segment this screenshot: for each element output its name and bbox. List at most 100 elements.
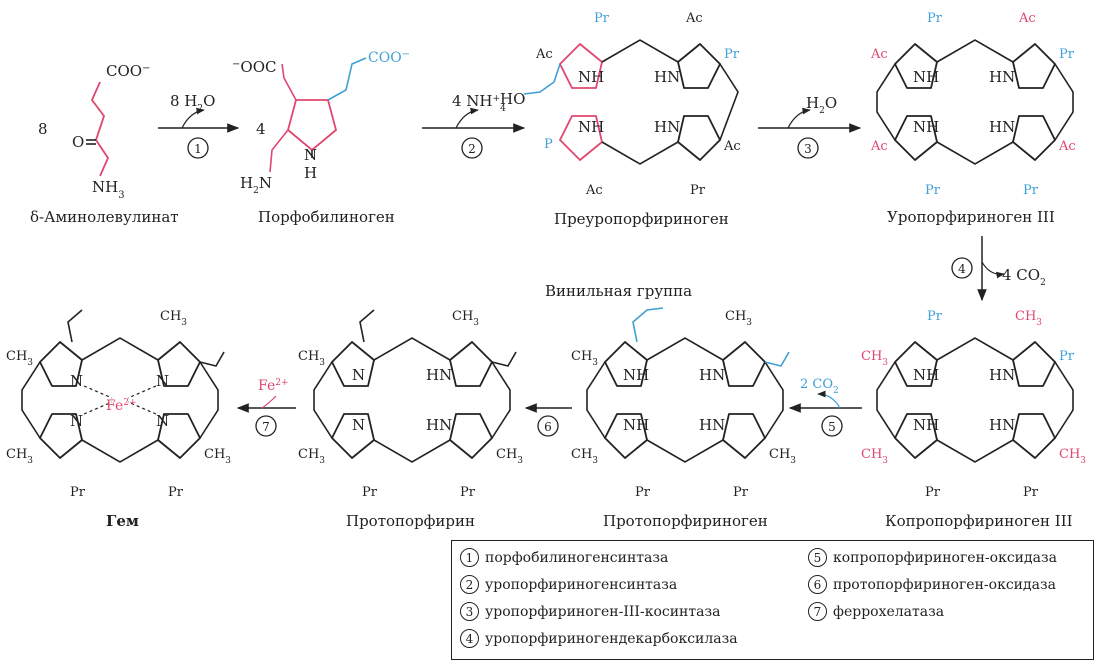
copro3-pr-1: Pr <box>927 309 943 324</box>
legend-item-3: 3 уропорфириноген-III-косинтаза <box>460 602 720 621</box>
preuro-ac-3: Ac <box>723 139 741 154</box>
protoporphyrin-hn-1: HN <box>426 366 452 384</box>
legend-item-1: 1 порфобилиногенсинтаза <box>460 548 668 567</box>
step-7-number: 7 <box>262 420 270 434</box>
copro3-pr-3: Pr <box>925 485 941 500</box>
legend-label-4: уропорфириногендекарбоксилаза <box>485 630 738 647</box>
pbg-aminomethyl: H2N <box>240 174 272 196</box>
legend-item-5: 5 копропорфириноген-оксидаза <box>808 548 1057 567</box>
preuro-ac-4: Ac <box>585 183 603 198</box>
preuro-nh-1: NH <box>578 68 604 86</box>
heme-n-2: N <box>156 372 169 390</box>
legend-number-5: 5 <box>808 548 827 567</box>
legend-item-7: 7 феррохелатаза <box>808 602 944 621</box>
step-1-reagent: 8 H2O <box>170 92 215 114</box>
legend-item-6: 6 протопорфириноген-оксидаза <box>808 575 1056 594</box>
legend-number-7: 7 <box>808 602 827 621</box>
pbg-coefficient: 4 <box>256 120 266 138</box>
heme-n-1: N <box>70 372 83 390</box>
pbg-ring-h: H <box>304 164 317 182</box>
protoporphyrinogen-pr-2: Pr <box>733 485 749 500</box>
preuro-pr-1: Pr <box>594 11 610 26</box>
legend-number-1: 1 <box>460 548 479 567</box>
step-2-number: 2 <box>468 142 476 156</box>
legend-label-1: порфобилиногенсинтаза <box>485 549 669 566</box>
step-2-reagent: 4 NH+4 <box>452 92 506 114</box>
step-6-number: 6 <box>544 420 552 434</box>
uro3-nh-1: NH <box>913 68 939 86</box>
step-5-reagent: 2 CO2 <box>800 377 839 396</box>
ala-oxo: O <box>72 133 84 151</box>
vinyl-group-label: Винильная группа <box>545 282 692 300</box>
pbg-name: Порфобилиноген <box>258 208 395 226</box>
uro3-pr-3: Pr <box>925 183 941 198</box>
legend-label-6: протопорфириноген-оксидаза <box>833 576 1056 593</box>
protoporphyrinogen-nh-1: NH <box>623 366 649 384</box>
heme-ch3-4: CH3 <box>204 447 231 466</box>
step-4-reagent: 4 CO2 <box>1002 266 1046 288</box>
uro3-pr-1: Pr <box>927 11 943 26</box>
heme-n-3: N <box>70 412 83 430</box>
enzyme-legend: 1 порфобилиногенсинтаза 2 уропорфириноге… <box>451 540 1094 660</box>
uro3-hn-2: HN <box>989 118 1015 136</box>
preuro-nh-2: NH <box>578 118 604 136</box>
step-3-arrow: H2O 3 <box>758 94 862 159</box>
protoporphyrin-ch3-3: CH3 <box>298 447 325 466</box>
protoporphyrin-hn-2: HN <box>426 416 452 434</box>
step-4-number: 4 <box>958 262 966 276</box>
heme-name: Гем <box>106 512 139 530</box>
heme-iron: Fe2+ <box>106 398 137 414</box>
uro3-pr-2: Pr <box>1059 47 1075 62</box>
protoporphyrinogen-structure: Винильная группа NH HN NH HN CH3 CH3 CH3… <box>545 282 796 530</box>
pbg-right-carboxylate: COO− <box>368 49 410 67</box>
copro3-hn-1: HN <box>989 366 1015 384</box>
legend-item-4: 4 уропорфириногендекарбоксилаза <box>460 629 738 648</box>
copro3-nh-1: NH <box>913 366 939 384</box>
legend-label-2: уропорфириногенсинтаза <box>485 576 678 593</box>
protoporphyrin-pr-1: Pr <box>362 485 378 500</box>
ala-name: δ-Аминолевулинат <box>30 208 179 226</box>
step-5-number: 5 <box>828 420 836 434</box>
uro3-hn-1: HN <box>989 68 1015 86</box>
step-7-reagent: Fe2+ <box>258 378 289 394</box>
step-5-arrow: 2 CO2 5 <box>788 377 862 437</box>
heme-ch3-1: CH3 <box>160 309 187 328</box>
heme-n-4: N <box>156 412 169 430</box>
preuro-hn-2: HN <box>654 118 680 136</box>
uro3-ac-4: Ac <box>1058 139 1076 154</box>
uro3-ac-3: Ac <box>870 139 888 154</box>
preuro-ac-2: Ac <box>535 47 553 62</box>
protoporphyrinogen-name: Протопорфириноген <box>603 512 768 530</box>
uro3-pr-4: Pr <box>1023 183 1039 198</box>
protoporphyrin-pr-2: Pr <box>460 485 476 500</box>
legend-number-6: 6 <box>808 575 827 594</box>
copro3-nh-2: NH <box>913 416 939 434</box>
copro3-hn-2: HN <box>989 416 1015 434</box>
ala-coefficient: 8 <box>38 120 48 138</box>
legend-number-2: 2 <box>460 575 479 594</box>
step-2-arrow: 4 NH+4 2 <box>422 92 526 159</box>
pbg-left-carboxylate: −OOC <box>232 58 276 76</box>
protoporphyrinogen-ch3-3: CH3 <box>571 447 598 466</box>
step-1-arrow: 8 H2O 1 <box>158 92 240 159</box>
protoporphyrin-name: Протопорфирин <box>346 512 475 530</box>
protoporphyrin-ch3-1: CH3 <box>452 309 479 328</box>
copro3-name: Копропорфириноген III <box>885 512 1073 530</box>
copro3-ch3-1: CH3 <box>1015 309 1042 328</box>
legend-number-3: 3 <box>460 602 479 621</box>
preuro-name: Преуропорфириноген <box>554 210 729 228</box>
uro3-ac-1: Ac <box>1018 11 1036 26</box>
step-6-arrow: 6 <box>524 403 572 437</box>
heme-ch3-2: CH3 <box>6 349 33 368</box>
step-3-reagent: H2O <box>806 94 837 116</box>
preuro-pr-2: Pr <box>724 47 740 62</box>
step-7-arrow: Fe2+ 7 <box>236 378 296 437</box>
heme-pr-2: Pr <box>168 485 184 500</box>
protoporphyrin-n-1: N <box>352 366 365 384</box>
legend-item-2: 2 уропорфириногенсинтаза <box>460 575 677 594</box>
legend-label-5: копропорфириноген-оксидаза <box>833 549 1057 566</box>
ala-amino: NH3 <box>92 178 125 201</box>
ala-structure: 8 O COO− NH3 δ-Аминолевулинат <box>30 62 179 226</box>
copro3-ch3-2: CH3 <box>861 349 888 368</box>
